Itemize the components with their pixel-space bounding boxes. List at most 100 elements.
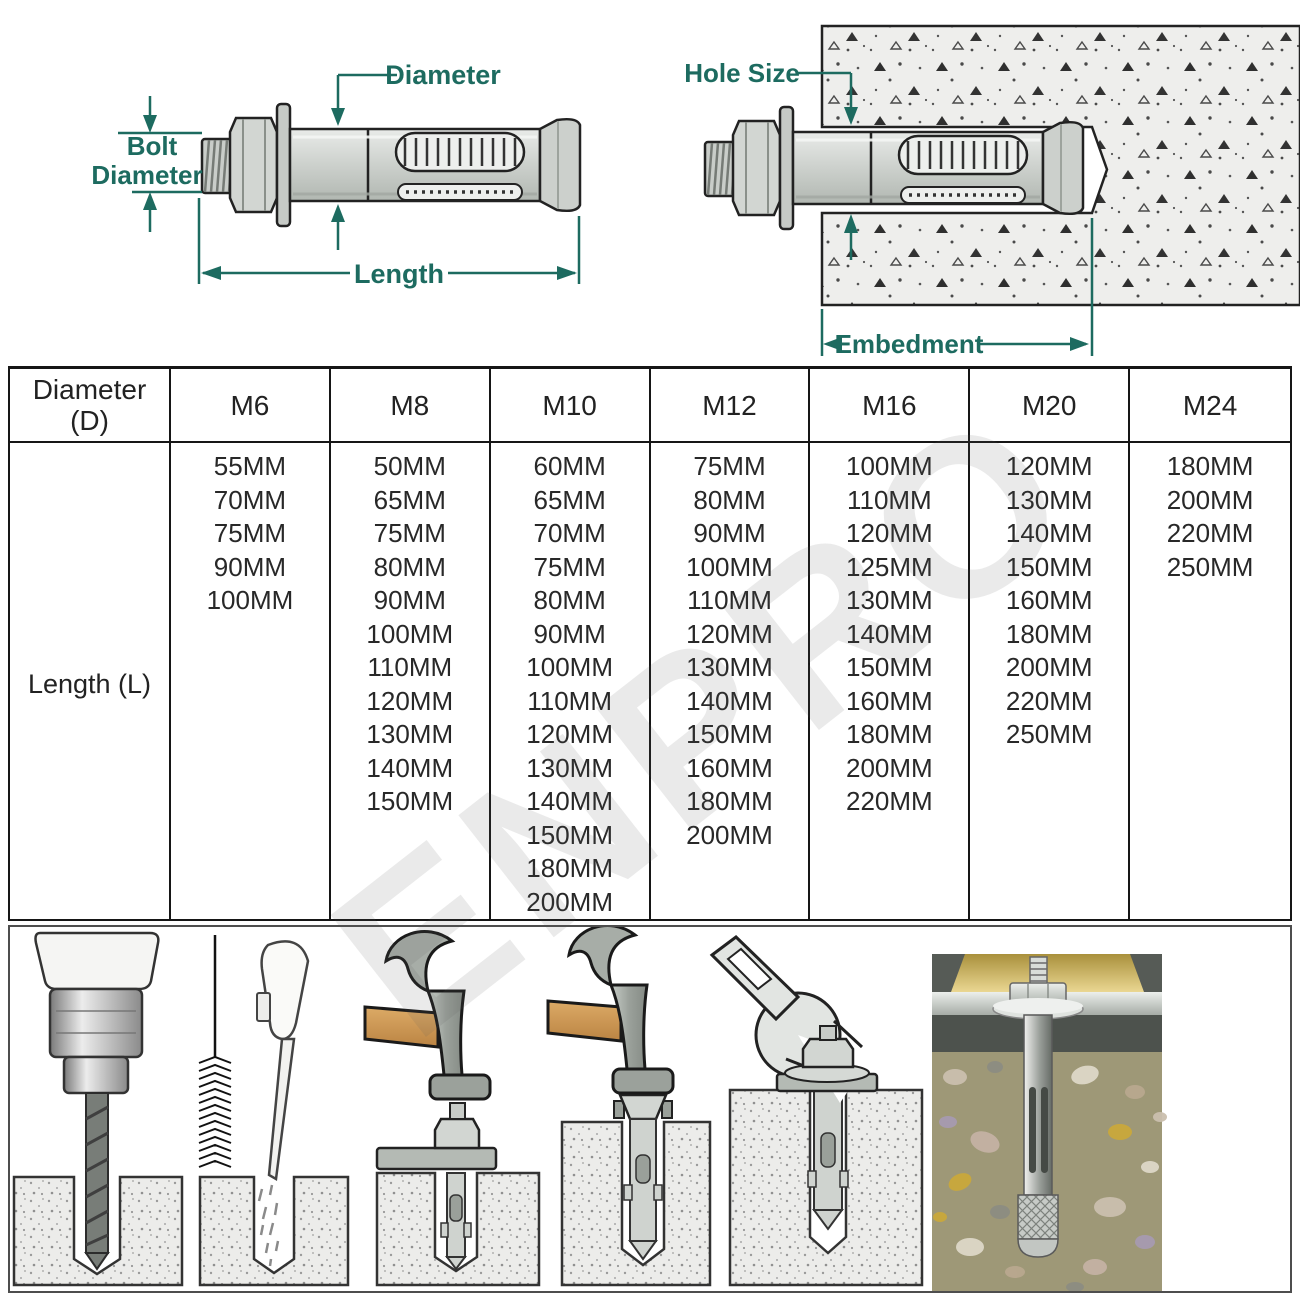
header-m8: M8 — [331, 369, 491, 441]
length-value: 150MM — [686, 719, 773, 749]
installation-steps-panel — [8, 924, 1292, 1293]
length-value: 60MM — [533, 451, 606, 481]
length-value: 200MM — [1166, 484, 1254, 515]
length-value: 150MM — [846, 652, 933, 682]
drill-hole-icon — [12, 931, 184, 1287]
length-value: 120MM — [1005, 451, 1093, 481]
length-value: 220MM — [846, 786, 933, 816]
length-value: 75MM — [213, 518, 287, 548]
length-value: 160MM — [1005, 585, 1093, 615]
length-value: 130MM — [526, 752, 613, 783]
clean-hole-icon — [198, 935, 350, 1287]
length-value: 250MM — [1005, 719, 1093, 749]
header-m12: M12 — [651, 369, 811, 441]
right-dimension-arrows — [823, 107, 1089, 351]
length-value: 120MM — [686, 618, 773, 649]
length-value: 100MM — [206, 585, 294, 615]
length-value: 75MM — [693, 451, 766, 481]
header-diameter: Diameter (D) — [10, 369, 171, 441]
length-value: 80MM — [693, 484, 766, 515]
length-value: 200MM — [1005, 652, 1093, 682]
length-value: 110MM — [367, 652, 453, 682]
length-value: 200MM — [526, 886, 613, 917]
length-value: 110MM — [527, 685, 613, 716]
length-value: 160MM — [686, 752, 773, 783]
header-m10: M10 — [491, 369, 651, 441]
size-table-header: Diameter (D) M6 M8 M10 M12 M16 M20 M24 — [10, 369, 1290, 443]
header-m20: M20 — [970, 369, 1131, 441]
length-value: 80MM — [533, 585, 606, 615]
size-table: Diameter (D) M6 M8 M10 M12 M16 M20 M24 L… — [8, 366, 1292, 921]
length-value: 100MM — [366, 618, 454, 649]
length-value: 160MM — [846, 685, 933, 716]
length-value: 50MM — [373, 451, 446, 481]
length-value: 80MM — [373, 551, 446, 582]
anchor-dimension-diagrams: Diameter Bolt Diameter Length Hole Size … — [91, 24, 1300, 359]
length-value: 70MM — [213, 484, 287, 515]
length-value: 65MM — [533, 484, 606, 515]
length-value: 180MM — [1166, 451, 1254, 481]
length-value: 220MM — [1166, 518, 1254, 548]
length-value: 150MM — [1005, 551, 1093, 582]
length-value: 120MM — [526, 719, 613, 749]
length-value: 150MM — [366, 786, 454, 816]
length-value: 100MM — [846, 451, 933, 481]
length-value: 220MM — [1005, 685, 1093, 716]
length-value: 90MM — [373, 585, 446, 615]
left-dimension-lines — [118, 73, 581, 284]
length-value: 110MM — [687, 585, 772, 615]
tighten-nut-wrench-icon — [709, 935, 924, 1287]
length-value: 100MM — [686, 551, 773, 582]
bolt-diameter-label-line2: Diameter — [91, 160, 202, 190]
length-value: 110MM — [846, 484, 932, 515]
length-value: 200MM — [686, 819, 773, 850]
length-value: 140MM — [686, 685, 773, 716]
length-value: 90MM — [213, 551, 287, 582]
row-label-length: Length (L) — [10, 443, 171, 919]
length-value: 140MM — [526, 786, 613, 816]
length-value: 150MM — [526, 819, 613, 850]
length-value: 200MM — [846, 752, 933, 783]
concrete-wall — [820, 24, 1300, 307]
length-value: 100MM — [526, 652, 613, 682]
installation-steps-graphic — [12, 924, 1167, 1292]
installed-anchor-photo — [932, 954, 1167, 1292]
diameter-label: Diameter — [385, 60, 501, 90]
length-value: 180MM — [1005, 618, 1093, 649]
length-value: 250MM — [1166, 551, 1254, 582]
hammer-insert-anchor-icon — [363, 930, 541, 1287]
embedment-label: Embedment — [835, 329, 984, 359]
length-value: 75MM — [533, 551, 606, 582]
length-value: 140MM — [846, 618, 933, 649]
length-value: 125MM — [846, 551, 933, 582]
length-value: 90MM — [693, 518, 766, 548]
length-value: 130MM — [366, 719, 454, 749]
length-value: 130MM — [1005, 484, 1093, 515]
length-value: 55MM — [213, 451, 287, 481]
length-value: 90MM — [533, 618, 606, 649]
length-value: 140MM — [1005, 518, 1093, 548]
length-value: 140MM — [366, 752, 454, 783]
header-m24: M24 — [1182, 389, 1238, 421]
anchor-bolt-illustration — [200, 102, 582, 228]
left-dimension-arrows — [143, 108, 577, 280]
header-m6: M6 — [171, 369, 331, 441]
length-value: 130MM — [846, 585, 933, 615]
length-value: 180MM — [526, 853, 613, 883]
length-value: 65MM — [373, 484, 446, 515]
length-value: 120MM — [846, 518, 933, 548]
length-value: 75MM — [373, 518, 446, 548]
length-value: 120MM — [366, 685, 454, 716]
length-value: 70MM — [533, 518, 606, 548]
hole-size-label: Hole Size — [684, 58, 800, 88]
bolt-diameter-label-line1: Bolt — [127, 131, 178, 161]
hammer-flush-anchor-icon — [546, 924, 712, 1287]
length-value: 180MM — [846, 719, 933, 749]
